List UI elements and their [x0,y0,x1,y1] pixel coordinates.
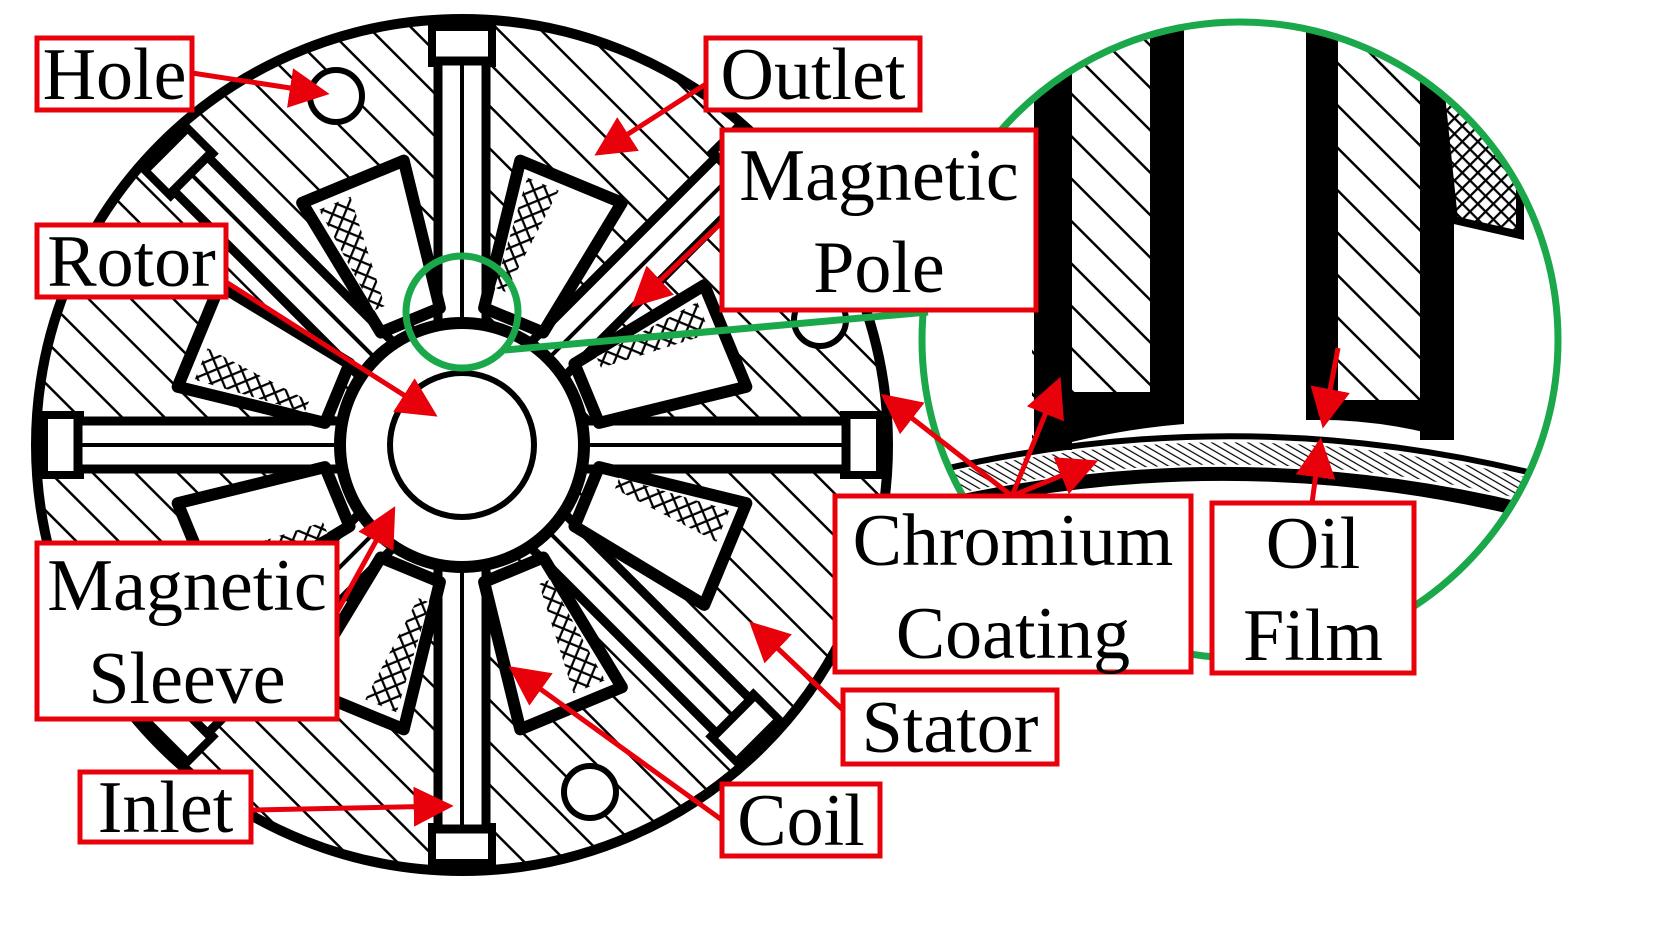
label-coil: Coil [719,780,883,862]
magnetic-pole-arrow [631,220,724,308]
hole-arrow [191,68,330,108]
chromium-coating-arrow [880,393,1014,498]
coil-arrow [508,666,724,823]
magnifier-connector [504,308,929,354]
rotor-label: Rotor [47,221,216,303]
label-rotor: Rotor [34,221,229,303]
outlet-label: Outlet [721,34,906,116]
rotor [387,370,537,520]
magnetic-pole-label-line2: Pole [813,227,945,309]
oil-film-label-line1: Oil [1266,503,1361,585]
magnified-region-marker [402,252,522,372]
oil-film-label-line2: Film [1243,595,1383,677]
stator-arrow [749,621,845,712]
label-hole: Hole [34,34,195,116]
hole [561,763,619,821]
magnetic-pole-label-line1: Magnetic [739,135,1018,217]
label-inlet: Inlet [77,767,254,849]
magnetic-sleeve-label-line2: Sleeve [88,638,285,720]
hole-label: Hole [43,34,187,116]
magnetic-sleeve-label-line1: Magnetic [47,545,326,627]
rotor-arrow [224,279,438,417]
label-chromium-coating: Chromium Coating [832,493,1194,675]
chromium-coating-arrow [1009,376,1064,497]
outlet-arrow [594,81,708,156]
magnetic-sleeve-arrow [334,506,396,614]
hole [307,67,365,125]
annotation-arrows [191,68,1350,827]
chromium-coating-label-line2: Coating [896,593,1130,675]
chromium-coating-arrow [1011,457,1099,499]
chromium-coating-label-line1: Chromium [853,500,1174,582]
label-stator: Stator [840,687,1060,769]
label-oil-film: Oil Film [1209,500,1417,677]
oil-film-arrow [1310,347,1350,429]
coil-label: Coil [737,780,864,862]
stator-label: Stator [862,687,1039,769]
oil-film-arrow [1295,437,1336,504]
detail-view [918,18,1562,662]
label-outlet: Outlet [703,34,923,116]
inlet-label: Inlet [98,767,234,849]
label-magnetic-pole: Magnetic Pole [719,127,1039,313]
label-magnetic-sleeve: Magnetic Sleeve [34,540,340,722]
inlet-arrow [250,786,454,827]
